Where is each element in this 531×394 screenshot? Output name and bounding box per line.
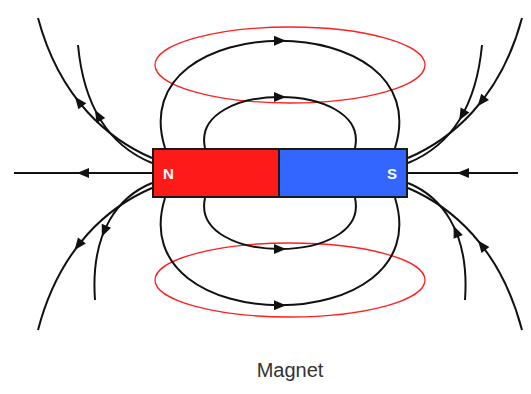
field-line	[408, 183, 466, 300]
field-line	[204, 97, 356, 148]
field-line	[38, 188, 152, 330]
caption: Magnet	[257, 359, 324, 382]
arrowhead	[71, 94, 86, 110]
pole-label: S	[387, 165, 397, 182]
field-line	[94, 183, 152, 300]
arrowhead	[455, 108, 470, 123]
field-line	[161, 198, 400, 305]
pole-label: N	[163, 165, 174, 182]
field-line	[204, 198, 356, 249]
arrowhead	[77, 168, 89, 178]
arrowhead	[274, 92, 286, 102]
arrowhead	[457, 168, 469, 178]
field-line	[408, 45, 482, 163]
arrowhead	[474, 238, 489, 254]
arrowhead	[97, 224, 111, 239]
arrowhead	[274, 36, 286, 46]
arrowhead	[274, 244, 286, 254]
field-line	[38, 18, 152, 158]
arrowheads	[71, 36, 490, 311]
arrowhead	[449, 224, 463, 239]
field-line	[161, 41, 400, 148]
field-ring	[155, 27, 425, 103]
field-line	[78, 45, 152, 163]
field-line	[408, 188, 522, 330]
field-line	[408, 18, 522, 158]
arrowhead	[91, 108, 106, 123]
arrowhead	[71, 238, 86, 254]
field-line-group	[14, 18, 522, 330]
arrowhead	[274, 300, 286, 310]
north-pole: N	[152, 148, 280, 198]
south-pole: S	[278, 148, 408, 198]
arrowhead	[474, 94, 489, 110]
